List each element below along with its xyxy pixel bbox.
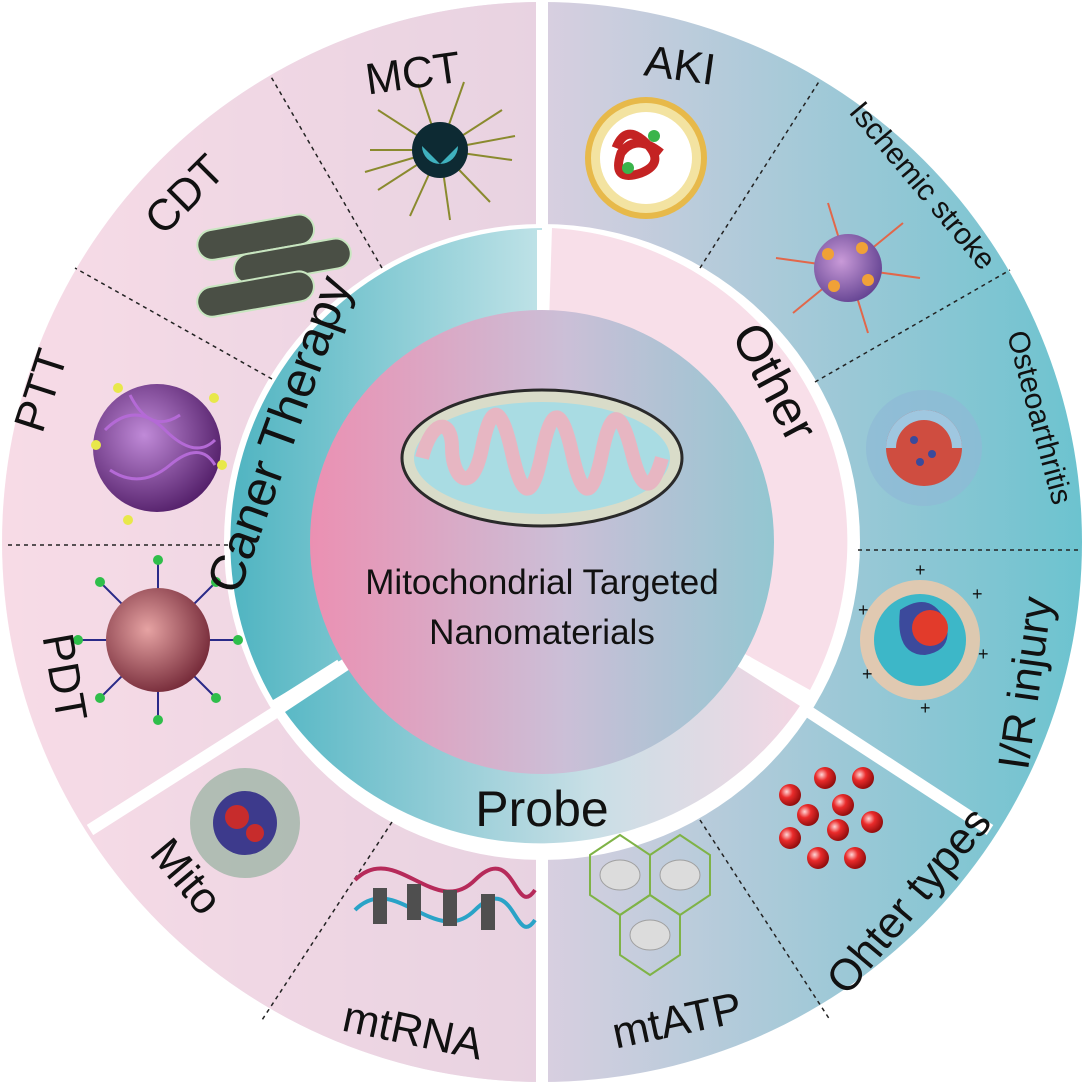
group-dividers — [277, 230, 807, 707]
mtatp-illustration — [589, 833, 711, 977]
mito-illustration — [190, 768, 300, 878]
group-label-probe: Probe — [475, 781, 608, 837]
center-label-line1: Mitochondrial Targeted — [365, 563, 718, 602]
svg-text:+: + — [978, 644, 989, 664]
ischemic-stroke-illustration — [775, 202, 921, 334]
svg-text:+: + — [862, 664, 873, 684]
center-circle — [310, 310, 774, 774]
mtrna-illustration — [353, 866, 537, 930]
ir-injury-illustration: + + + + + + — [858, 560, 989, 718]
osteoarthritis-illustration — [866, 390, 982, 506]
dotted-separators — [5, 74, 1080, 1021]
pdt-illustration — [73, 555, 243, 725]
ptt-illustration — [91, 383, 227, 525]
ohter-types-illustration — [779, 767, 883, 869]
svg-text:+: + — [915, 560, 926, 580]
outer-dividers — [86, 0, 994, 1085]
aki-illustration — [585, 97, 707, 219]
svg-text:+: + — [858, 600, 869, 620]
svg-text:+: + — [972, 584, 983, 604]
mitochondrion-icon — [400, 388, 684, 528]
segment-label-aki: AKI — [641, 36, 718, 94]
mct-illustration — [364, 81, 516, 221]
cdt-illustration — [196, 213, 352, 318]
svg-text:+: + — [920, 698, 931, 718]
center-label-line2: Nanomaterials — [429, 613, 655, 652]
